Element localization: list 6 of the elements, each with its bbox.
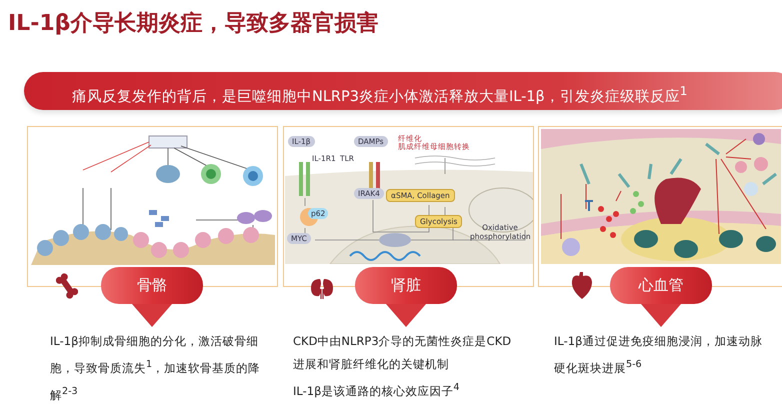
description-text: IL-1β通过促进免疫细胞浸润，加速动脉硬化斑块进展$^{5-6}$	[554, 333, 764, 377]
description-text: IL-1β是该通路的核心效应因子$^{4}$	[293, 381, 461, 400]
description-text: CKD中由NLRP3介导的无菌性炎症是CKD进展和肾脏纤维化的关键机制	[293, 333, 512, 373]
description-text: IL-1β抑制成骨细胞的分化，激活破骨细胞，导致骨质流失$^{1}$，加速软骨基质的降解$^{2-3}$	[50, 333, 262, 404]
headline-banner: 痛风反复发作的背后，是巨噬细胞中NLRP3炎症小体激活释放大量IL-1β，引发炎症级联反应$^{1}$	[24, 72, 782, 110]
slide-title: IL-1β介导长期炎症，导致多器官损害	[8, 10, 378, 38]
